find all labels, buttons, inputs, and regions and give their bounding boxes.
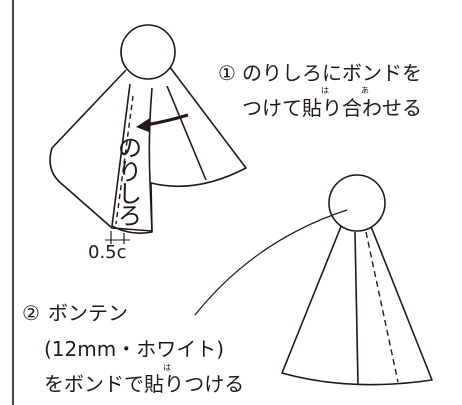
finished-cone-dashed-line (365, 231, 399, 383)
finished-cone-outline (281, 223, 433, 386)
seam-label-char-3: し (118, 180, 142, 208)
seam-label-char-1: の (118, 134, 142, 162)
wrap-direction-arrow (145, 113, 189, 127)
step1-line2: つけて貼り合わせる (242, 96, 422, 120)
seam-margin-label: 0.5c (88, 242, 127, 263)
seam-label-char-2: り (118, 158, 142, 186)
step1-ruby-a: あ (361, 86, 369, 95)
finished-cone-seam (354, 231, 359, 385)
cone-being-glued (49, 24, 247, 234)
pompom-leader-line (194, 209, 348, 316)
finished-cone (281, 174, 433, 386)
step1-number: ① (218, 61, 236, 85)
pompom-ball-top (120, 24, 176, 80)
cone-fold-line (166, 85, 207, 181)
step2-line1: ボンテン (48, 301, 128, 325)
step1-ruby-ha: は (321, 86, 329, 95)
step2-number: ② (22, 301, 40, 325)
arrow-head (136, 118, 150, 132)
pompom-ball (328, 174, 386, 232)
cone-flap-outline (111, 83, 153, 234)
cone-body-outline (49, 61, 247, 232)
glue-margin-dashed-line (115, 95, 134, 225)
step1-line1: のりしろにボンドを (242, 61, 422, 85)
step2-line3: をボンドで貼りつける (44, 372, 245, 396)
seam-label-char-4: ろ (118, 202, 142, 230)
step2-ruby-ha: は (163, 363, 171, 372)
step2-line2: (12mm・ホワイト) (44, 337, 225, 361)
